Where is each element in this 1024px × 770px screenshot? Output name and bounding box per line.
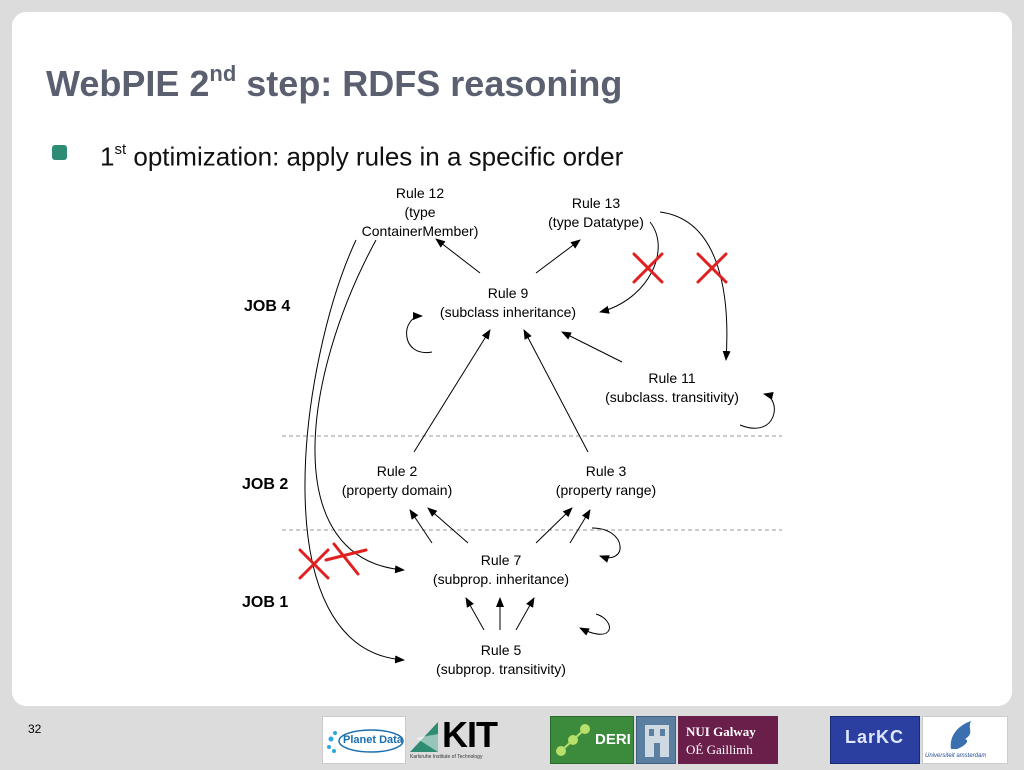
rule13-node: Rule 13 (type Datatype) [526, 194, 666, 232]
vu-griffin-icon [950, 721, 971, 749]
arrow-rule7-to-rule3-a [535, 507, 573, 544]
rule11-desc: (subclass. transitivity) [605, 389, 739, 405]
arrow-rule2-to-rule9 [413, 329, 491, 453]
rule11-node: Rule 11 (subclass. transitivity) [587, 369, 757, 407]
kit-logo-text: KIT [442, 714, 498, 755]
castle-emblem-logo [636, 716, 676, 764]
rule7-desc: (subprop. inheritance) [432, 571, 570, 587]
self-loop-rule5 [579, 613, 610, 636]
kit-logo: KIT Karlsruhe Institute of Technology [410, 714, 506, 764]
bullet-text: 1st optimization: apply rules in a speci… [100, 141, 624, 172]
rule9-desc: (subclass inheritance) [439, 304, 577, 320]
vu-logo-text: Universiteit amsterdam [925, 753, 987, 759]
arrow-rule7-to-rule3-b [569, 509, 591, 544]
kit-logo-icon [410, 722, 438, 752]
rule12-node: Rule 12 (type ContainerMember) [340, 184, 500, 241]
arrow-rule9-to-rule13 [535, 239, 581, 274]
arrow-rule5-to-rule7-a [465, 597, 485, 631]
rule2-desc: (property domain) [341, 482, 453, 498]
arrow-rule11-to-rule9 [561, 331, 623, 363]
deri-logo: DERI [550, 716, 634, 764]
job4-label: JOB 4 [244, 298, 291, 315]
rule5-name: Rule 5 [480, 642, 522, 658]
rule3-node: Rule 3 (property range) [540, 462, 672, 500]
rule13-desc: (type Datatype) [548, 214, 644, 230]
job1-label: JOB 1 [242, 594, 289, 611]
castle-emblem-icon [645, 725, 669, 757]
deri-logo-text: DERI [595, 731, 631, 748]
rule2-node: Rule 2 (property domain) [326, 462, 468, 500]
slide-title: WebPIE 2nd step: RDFS reasoning [46, 61, 623, 104]
rule12-name: Rule 12 [395, 185, 445, 201]
rule2-name: Rule 2 [376, 463, 418, 479]
larkc-logo-text: LarKC [845, 727, 905, 747]
rule3-name: Rule 3 [585, 463, 627, 479]
self-loop-rule11 [739, 392, 775, 429]
rule3-desc: (property range) [555, 482, 657, 498]
planetdata-logo-text: Planet Data [343, 734, 403, 746]
cross-mark-rule13-to-rule11 [696, 252, 728, 284]
bullet-icon [52, 145, 67, 160]
arrow-rule12-to-rule5 [304, 239, 405, 664]
nui-galway-logo: NUI Galway OÉ Gaillimh [678, 716, 778, 764]
job2-label: JOB 2 [242, 476, 289, 493]
arrow-rule7-to-rule2-b [427, 507, 469, 544]
kit-logo-subtitle: Karlsruhe Institute of Technology [410, 754, 483, 760]
planetdata-logo: Planet Data [322, 716, 406, 764]
arrow-rule5-to-rule7-c [515, 597, 535, 631]
cross-mark-rule12-to-rule7 [324, 542, 368, 576]
larkc-logo: LarKC [830, 716, 920, 764]
deri-logo-icon [556, 724, 590, 756]
slide-background [12, 12, 1012, 706]
rule5-desc: (subprop. transitivity) [436, 661, 566, 677]
rule9-node: Rule 9 (subclass inheritance) [418, 284, 598, 322]
cross-mark-rule13-to-rule9 [632, 252, 664, 284]
rule12-desc-line1: (type [404, 204, 436, 220]
rule12-desc-line2: ContainerMember) [361, 223, 479, 239]
rule9-name: Rule 9 [487, 285, 529, 301]
cross-mark-rule12-to-rule5 [298, 548, 330, 580]
page-number: 32 [28, 722, 42, 736]
arrow-rule13-to-rule11 [659, 211, 731, 361]
nui-galway-line2: OÉ Gaillimh [686, 742, 753, 757]
self-loop-rule9 [406, 312, 433, 353]
rule13-name: Rule 13 [571, 195, 621, 211]
arrow-rule7-to-rule2-a [409, 509, 433, 544]
rule5-node: Rule 5 (subprop. transitivity) [416, 641, 586, 679]
nui-galway-line1: NUI Galway [686, 724, 756, 739]
arrow-rule3-to-rule9 [523, 329, 589, 453]
rule11-name: Rule 11 [648, 370, 696, 386]
arrow-rule12-to-rule7 [314, 239, 405, 574]
rule7-node: Rule 7 (subprop. inheritance) [416, 551, 586, 589]
rule7-name: Rule 7 [480, 552, 522, 568]
vu-amsterdam-logo: Universiteit amsterdam [922, 716, 1008, 764]
self-loop-rule7 [591, 527, 621, 563]
arrow-rule9-to-rule12 [435, 238, 481, 274]
planetdata-logo-icon [327, 729, 404, 753]
